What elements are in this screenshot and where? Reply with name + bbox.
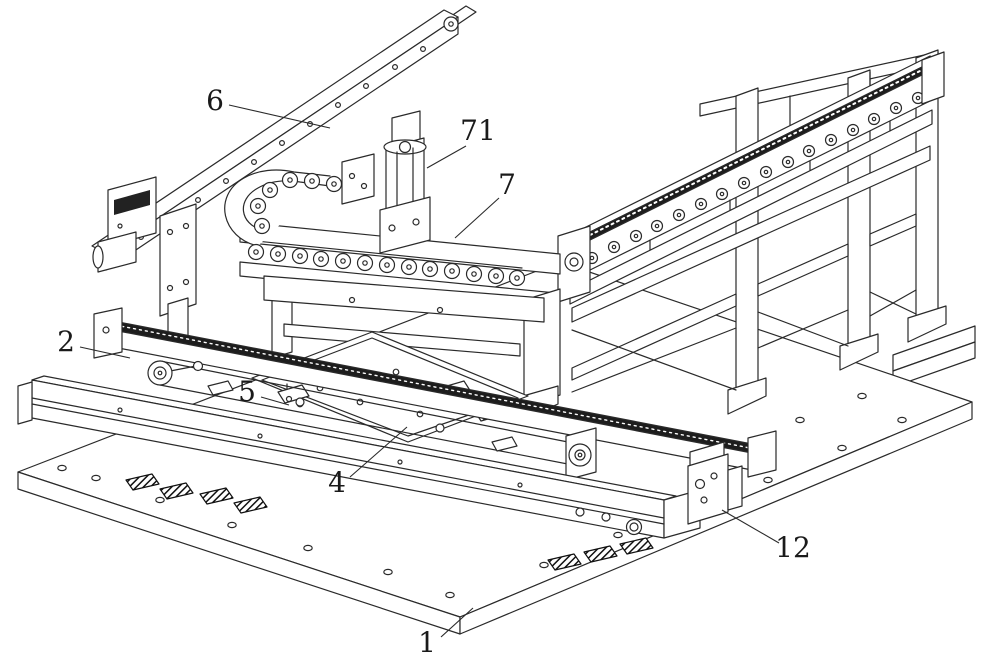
roller-conveyor xyxy=(557,51,945,305)
leader-line-4 xyxy=(349,426,408,478)
control-buttons xyxy=(575,507,643,536)
ref-label-5: 5 xyxy=(238,375,256,408)
encoder-unit xyxy=(92,176,197,357)
ref-label-4: 4 xyxy=(328,466,346,499)
ref-label-6: 6 xyxy=(206,84,224,117)
transfer-rail-2 xyxy=(93,307,777,481)
bracket-12 xyxy=(687,441,743,525)
ref-label-2: 2 xyxy=(57,325,75,358)
conveyor-rollers xyxy=(585,91,925,265)
mounting-pads xyxy=(125,473,654,571)
ref-label-7: 7 xyxy=(498,168,516,201)
leader-line-5 xyxy=(260,396,290,406)
ref-label-12: 12 xyxy=(775,531,811,564)
front-control-beam xyxy=(17,375,743,539)
chain-links xyxy=(247,171,526,287)
leader-line-1 xyxy=(440,607,474,638)
gantry-beam-6 xyxy=(91,5,477,357)
leader-line-7 xyxy=(454,197,500,239)
leader-line-6 xyxy=(228,104,331,129)
base-plate xyxy=(17,261,976,635)
leader-line-71 xyxy=(426,145,467,169)
drive-motor-71 xyxy=(379,110,431,254)
ref-label-1: 1 xyxy=(418,626,436,659)
leader-line-12 xyxy=(721,509,780,544)
leader-line-2 xyxy=(79,346,131,359)
ref-label-71: 71 xyxy=(460,114,496,147)
